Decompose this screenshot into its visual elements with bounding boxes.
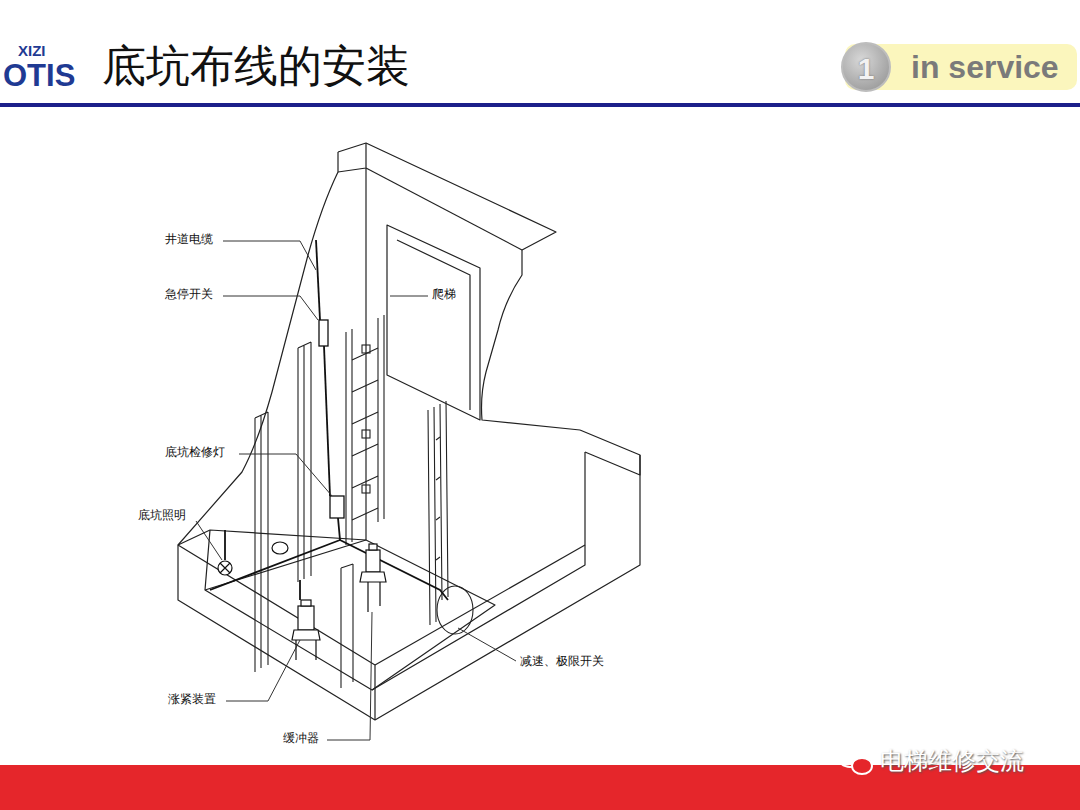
leader-lines [390, 296, 428, 297]
pit-structure [397, 240, 470, 410]
wiring [210, 240, 448, 600]
wechat-icon [845, 753, 848, 756]
pit-structure [178, 530, 366, 545]
leader-lines [226, 640, 300, 701]
ladder [352, 348, 378, 520]
step-circle: 1 [841, 42, 891, 92]
part-label: 急停开关 [165, 288, 213, 302]
buffer [369, 544, 377, 550]
leader-lines [196, 521, 222, 560]
ladder [362, 485, 370, 493]
wechat-icon [852, 758, 872, 774]
tension-device [292, 600, 320, 660]
tension-device [296, 640, 316, 660]
part-label: 缓冲器 [283, 732, 319, 746]
header-rule [0, 103, 1080, 107]
leader-lines [223, 241, 316, 270]
guide-rails [255, 412, 268, 672]
ladder [362, 430, 370, 438]
inspection-lamp-box [330, 496, 344, 518]
pit-light [220, 563, 230, 573]
leader-lines [458, 628, 516, 661]
logo-text: XIZI [18, 42, 46, 59]
wechat-icon [838, 747, 872, 774]
wiring [340, 540, 448, 600]
tension-device [298, 606, 314, 630]
inspection-lamp-box [330, 496, 344, 518]
slide-title: 底坑布线的安装 [102, 42, 410, 93]
tension-device [292, 630, 320, 640]
right-ladder [436, 437, 440, 560]
pit-structure [580, 430, 640, 475]
pit-structure [375, 545, 585, 665]
buffer [368, 582, 380, 612]
tension-device [301, 600, 311, 606]
pit-structure [338, 143, 556, 250]
leader-lines [196, 241, 516, 740]
ladder [346, 315, 384, 545]
pit-structure [178, 143, 640, 720]
guide-rails [255, 342, 353, 688]
pit-structure [482, 250, 581, 430]
leader-lines [223, 296, 318, 320]
wiring [299, 580, 301, 600]
pit-light [272, 542, 288, 554]
pit-structure [178, 152, 640, 720]
header-rule [0, 103, 1080, 107]
pit-structure [387, 225, 480, 420]
pit-structure [366, 168, 522, 250]
leader-lines [327, 612, 372, 740]
part-label: 井道电缆 [165, 233, 213, 247]
part-label: 减速、极限开关 [520, 655, 604, 669]
wiring [224, 530, 226, 560]
right-ladder [428, 401, 448, 625]
guide-rails [298, 342, 311, 582]
part-label: 涨紧装置 [168, 693, 216, 707]
badge-text: in service [911, 49, 1059, 86]
right-ladder [428, 401, 473, 634]
part-label: 爬梯 [432, 288, 456, 302]
watermark: 电梯维修交流 [880, 748, 1024, 776]
step-number: 1 [843, 44, 889, 94]
wiring [324, 346, 330, 496]
ladder [362, 345, 370, 353]
status-badge: in service1 [845, 44, 1077, 90]
buffer [360, 544, 386, 612]
leader-lines [239, 454, 332, 496]
buffer [360, 572, 386, 582]
part-label: 底坑检修灯 [165, 446, 225, 460]
emergency-stop-switch [319, 320, 328, 346]
wechat-icon [853, 753, 856, 756]
wiring [210, 518, 340, 590]
pit-light [218, 542, 288, 575]
buffer [366, 550, 380, 572]
logo-text: OTIS [3, 58, 75, 94]
wiring [316, 240, 320, 320]
pit-light [218, 561, 232, 575]
pit-structure [338, 143, 366, 172]
emergency-stop-switch [319, 320, 328, 346]
ladder [346, 315, 384, 545]
guide-rails [341, 564, 353, 688]
part-label: 底坑照明 [138, 509, 186, 523]
